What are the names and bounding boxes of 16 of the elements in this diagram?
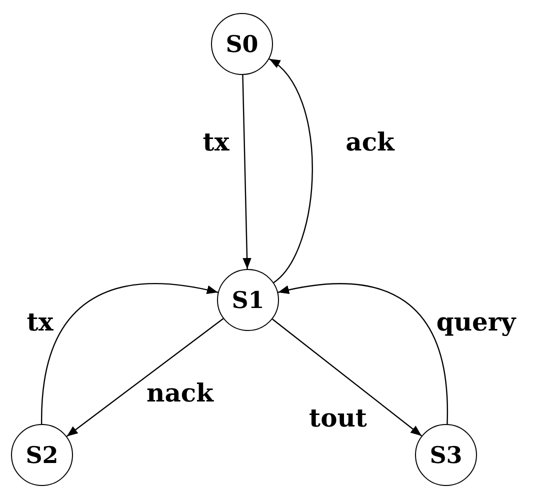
state-name: S3	[430, 442, 462, 468]
arrow	[66, 318, 224, 437]
arrow	[41, 283, 218, 424]
edge-label: ack	[346, 128, 394, 156]
edge-label: tout	[309, 404, 367, 432]
arrow	[242, 74, 252, 270]
arrow	[268, 58, 313, 284]
state-name: S1	[232, 286, 264, 314]
state-name: S2	[26, 442, 58, 468]
edge-label: tx	[26, 308, 54, 336]
edge-label: tx	[202, 128, 230, 156]
state-name: S0	[226, 30, 258, 58]
arrow	[278, 283, 448, 424]
edge-label: query	[436, 308, 516, 336]
arrow	[272, 318, 422, 436]
edge-label: nack	[146, 378, 214, 408]
